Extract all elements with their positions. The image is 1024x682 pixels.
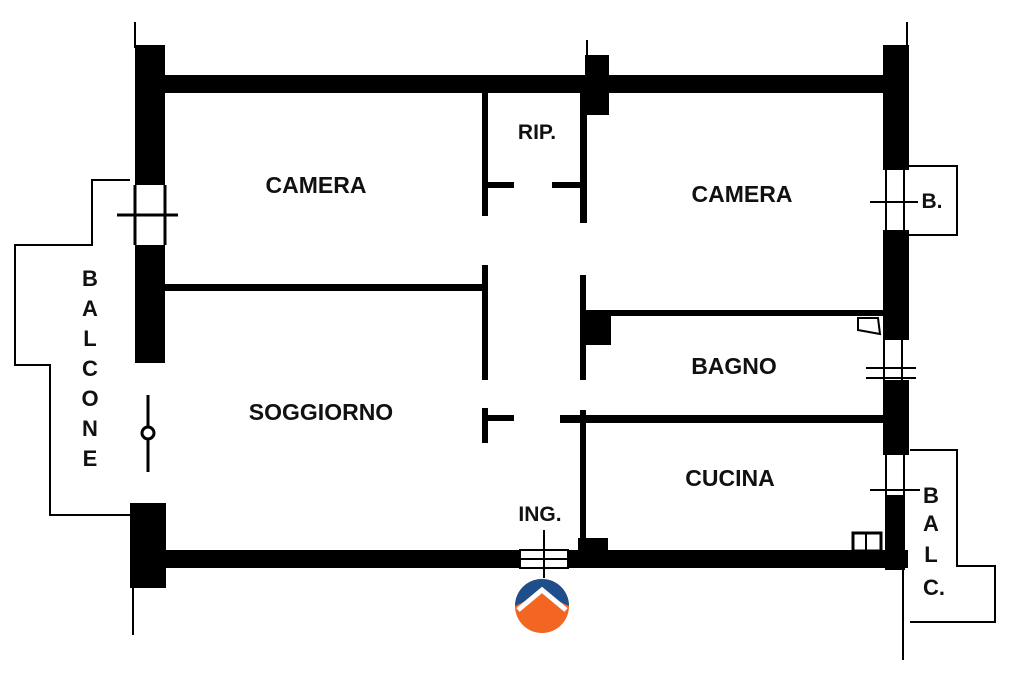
balcone-letter: O — [81, 386, 98, 411]
brand-logo-icon — [515, 579, 569, 633]
interior-walls — [165, 93, 885, 558]
balc-letter: B — [923, 483, 939, 508]
balcone-outline — [14, 179, 130, 516]
balc-letter: L — [924, 542, 937, 567]
balc-letter: A — [923, 511, 939, 536]
label-bagno: BAGNO — [691, 353, 777, 379]
label-camera-left: CAMERA — [266, 172, 367, 198]
balcone-letter: A — [82, 296, 98, 321]
balcone-letter: E — [83, 446, 98, 471]
balcone-letter: C — [82, 356, 98, 381]
label-rip: RIP. — [518, 121, 556, 144]
balcone-letter: N — [82, 416, 98, 441]
window-marks — [140, 170, 920, 578]
balc-letter: C. — [923, 575, 945, 600]
b-box-outline — [905, 165, 958, 236]
balcone-letter: L — [83, 326, 96, 351]
label-b: B. — [922, 190, 943, 213]
label-cucina: CUCINA — [685, 465, 774, 491]
outer-walls — [117, 22, 909, 660]
balcone-letter: B — [82, 266, 98, 291]
label-soggiorno: SOGGIORNO — [249, 399, 393, 425]
label-ing: ING. — [518, 503, 561, 526]
label-camera-right: CAMERA — [692, 181, 793, 207]
label-balcone: B A L C O N E — [81, 266, 98, 471]
balc-outline — [910, 449, 996, 623]
label-balc: B A L C. — [923, 483, 945, 600]
